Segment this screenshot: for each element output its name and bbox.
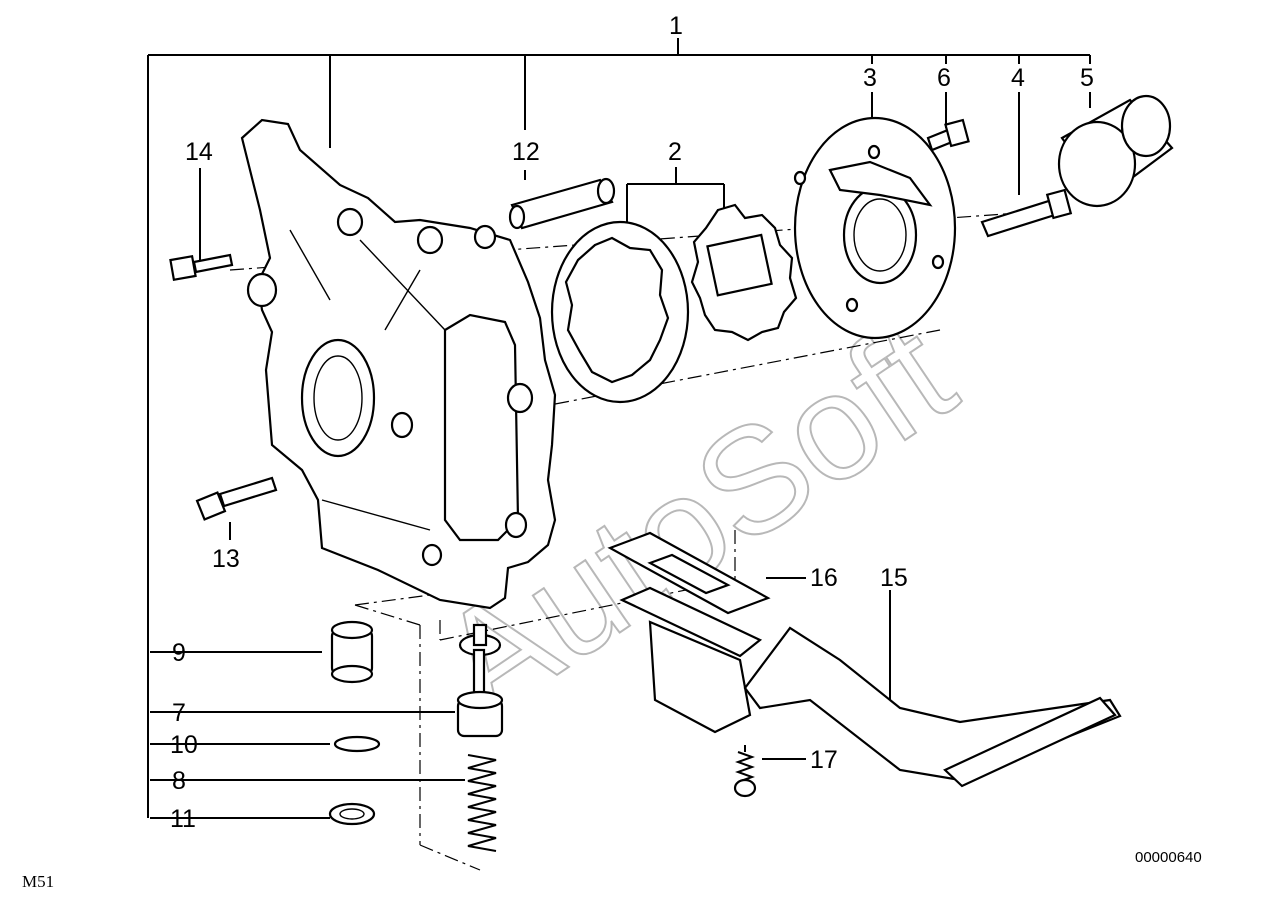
bolt-14 xyxy=(169,253,234,282)
label-14: 14 xyxy=(185,138,213,166)
label-3: 3 xyxy=(863,64,877,92)
o-ring-10 xyxy=(333,735,381,753)
label-7: 7 xyxy=(172,699,186,727)
label-1: 1 xyxy=(669,12,683,40)
sleeve-5 xyxy=(1057,94,1174,208)
bolt-13 xyxy=(195,476,278,521)
label-11: 11 xyxy=(170,805,196,833)
spring-8 xyxy=(467,754,497,852)
label-6: 6 xyxy=(937,64,951,92)
bolt-4 xyxy=(980,188,1073,238)
label-10: 10 xyxy=(170,731,198,759)
suction-pipe-15 xyxy=(619,586,1122,788)
pump-housing xyxy=(240,118,557,610)
inner-rotor xyxy=(690,203,798,342)
part-labels: 1 2 3 4 5 6 7 8 9 10 11 12 13 14 15 16 1… xyxy=(170,12,1094,833)
label-9: 9 xyxy=(172,639,186,667)
cover-plate xyxy=(793,116,957,340)
screw-17 xyxy=(733,745,757,798)
label-2: 2 xyxy=(668,138,682,166)
outer-rotor xyxy=(550,220,690,404)
dowel-pin-12 xyxy=(508,177,616,230)
bolt-6 xyxy=(926,118,970,152)
label-5: 5 xyxy=(1080,64,1094,92)
label-12: 12 xyxy=(512,138,540,166)
label-16: 16 xyxy=(810,564,838,592)
circlip-11 xyxy=(328,802,376,826)
label-13: 13 xyxy=(212,545,240,573)
drawing-code: 00000640 xyxy=(1135,849,1202,866)
model-code: M51 xyxy=(22,872,54,891)
gasket-16 xyxy=(607,531,771,615)
label-15: 15 xyxy=(880,564,908,592)
sleeve-9 xyxy=(330,620,374,684)
label-4: 4 xyxy=(1011,64,1025,92)
piston-7 xyxy=(456,623,504,738)
label-17: 17 xyxy=(810,746,838,774)
label-8: 8 xyxy=(172,767,186,795)
leader-lines xyxy=(147,38,1091,819)
